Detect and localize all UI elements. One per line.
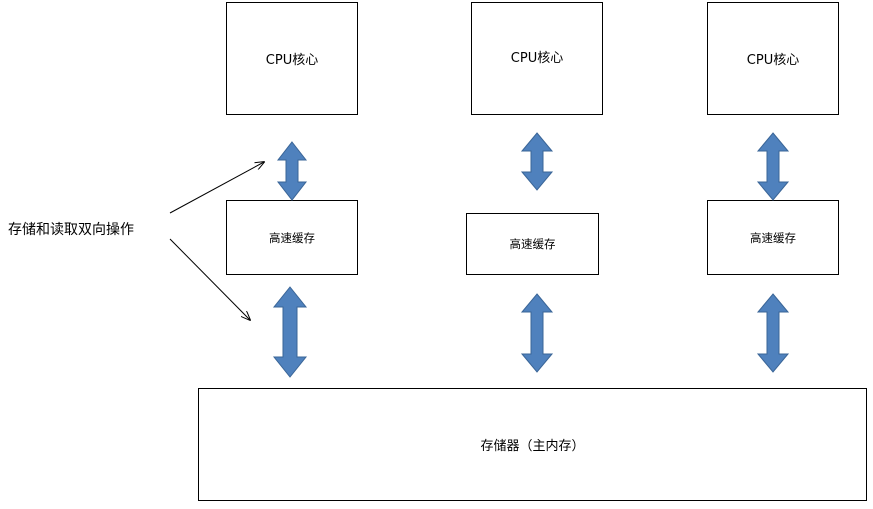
bidirectional-annotation-label: 存储和读取双向操作 xyxy=(8,222,134,238)
main-memory-box: 存储器（主内存） xyxy=(198,388,867,501)
pointer-arrow-icon xyxy=(169,238,250,320)
main-memory-label: 存储器（主内存） xyxy=(480,439,585,454)
double-arrow-icon xyxy=(520,293,554,373)
pointer-arrow-icon xyxy=(169,162,264,214)
cache-box-1: 高速缓存 xyxy=(226,200,358,275)
cpu-core-label: CPU核心 xyxy=(746,53,800,68)
cpu-core-box-3: CPU核心 xyxy=(707,2,839,115)
cache-box-2: 高速缓存 xyxy=(466,213,599,275)
cpu-core-label: CPU核心 xyxy=(510,51,564,66)
double-arrow-icon xyxy=(272,286,308,378)
double-arrow-icon xyxy=(756,132,790,201)
double-arrow-icon xyxy=(756,293,790,373)
cache-label: 高速缓存 xyxy=(269,230,315,245)
cache-label: 高速缓存 xyxy=(750,230,796,245)
cache-box-3: 高速缓存 xyxy=(707,200,839,275)
cpu-core-box-1: CPU核心 xyxy=(226,2,358,115)
double-arrow-icon xyxy=(520,132,554,191)
cpu-core-box-2: CPU核心 xyxy=(471,2,603,115)
double-arrow-icon xyxy=(276,141,308,201)
cache-label: 高速缓存 xyxy=(509,237,556,251)
cpu-core-label: CPU核心 xyxy=(265,53,319,68)
